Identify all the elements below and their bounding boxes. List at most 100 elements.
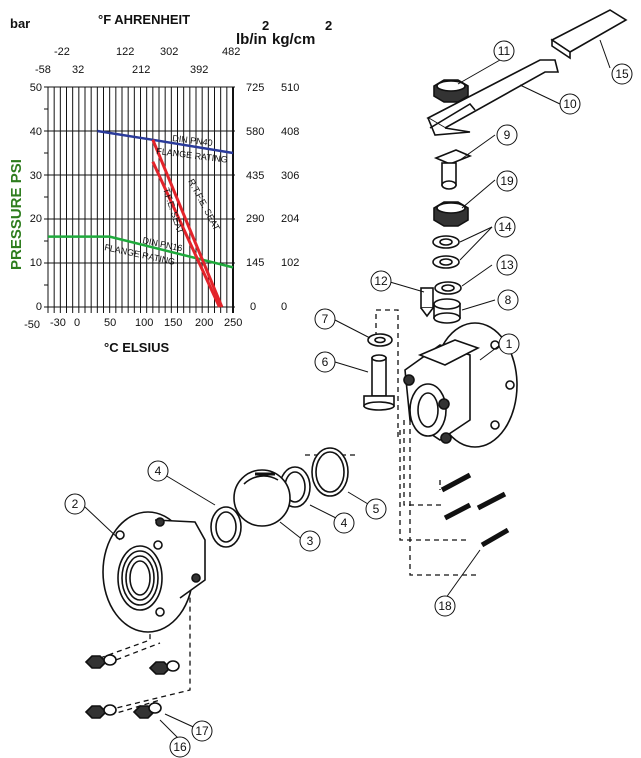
studs-18 (440, 472, 510, 548)
svg-text:4: 4 (155, 464, 162, 478)
bar-tick: 20 (30, 213, 42, 225)
c-tick: 250 (224, 317, 242, 329)
c-tick: 150 (164, 317, 182, 329)
pn16-series-line (48, 235, 234, 269)
pn40-label-line2: FLANGE RATING (156, 146, 229, 165)
bar-tick: 10 (30, 257, 42, 269)
kg-tick: 102 (281, 257, 299, 269)
svg-text:17: 17 (195, 724, 209, 738)
bar-tick: 40 (30, 126, 42, 138)
psi-tick: 435 (246, 170, 264, 182)
assembly-dashed-lines (99, 300, 480, 716)
callout-13: 13 (496, 254, 518, 276)
end-cap-2 (102, 511, 206, 633)
svg-text:8: 8 (505, 293, 512, 307)
svg-text:10: 10 (563, 97, 577, 111)
part-callouts: 1 2 3 4 4 5 6 7 8 9 10 11 12 13 14 15 16… (64, 40, 633, 758)
callout-9: 9 (496, 124, 518, 146)
svg-text:19: 19 (500, 174, 514, 188)
callout-7: 7 (314, 308, 336, 330)
stem-6 (363, 354, 395, 411)
stop-plate-9 (433, 149, 473, 190)
gland-8 (433, 298, 461, 324)
handle-assembly (426, 9, 628, 136)
header-lbin-sup: 2 (262, 18, 269, 33)
f-tick: 302 (160, 46, 178, 58)
kg-tick: 204 (281, 213, 299, 225)
callout-18: 18 (434, 595, 456, 617)
header-bar: bar (10, 16, 30, 31)
callout-2: 2 (64, 493, 86, 515)
leader-lines (84, 39, 611, 746)
callout-11: 11 (493, 40, 515, 62)
kg-tick: 510 (281, 82, 299, 94)
bar-tick: 0 (36, 301, 42, 313)
c-tick: -30 (50, 317, 66, 329)
callout-1: 1 (498, 333, 520, 355)
f-tick: 122 (116, 46, 134, 58)
callout-5: 5 (365, 498, 387, 520)
svg-text:13: 13 (500, 258, 514, 272)
svg-text:15: 15 (615, 67, 629, 81)
fahrenheit-ticks-row2: -58 32 212 392 (35, 64, 208, 76)
svg-text:6: 6 (322, 355, 329, 369)
kg-ticks: 510 408 306 204 102 0 (281, 82, 299, 313)
svg-text:3: 3 (307, 534, 314, 548)
header-lbin: lb/in (236, 31, 267, 48)
svg-text:9: 9 (504, 128, 511, 142)
bar-ticks: 50 40 30 20 10 0 -50 (24, 82, 42, 331)
f-tick: 32 (72, 64, 84, 76)
callout-16: 16 (169, 736, 191, 758)
callout-17: 17 (191, 720, 213, 742)
callout-10: 10 (559, 93, 581, 115)
psi-tick: 0 (250, 301, 256, 313)
psi-tick: 580 (246, 126, 264, 138)
svg-text:5: 5 (373, 502, 380, 516)
washers-17 (103, 654, 180, 716)
f-tick: 482 (222, 46, 240, 58)
svg-text:1: 1 (506, 337, 513, 351)
f-tick: -58 (35, 64, 51, 76)
bar-tick: 50 (30, 82, 42, 94)
kg-tick: 0 (281, 301, 287, 313)
kg-tick: 306 (281, 170, 299, 182)
y-axis-label: PRESSURE PSI (8, 159, 25, 270)
tfe-series-line (151, 161, 221, 308)
callout-8: 8 (497, 289, 519, 311)
callout-3: 3 (299, 530, 321, 552)
rtfe-label: R.T.F.E. SEAT (186, 177, 222, 232)
nut-19 (433, 201, 469, 227)
bar-tick: -50 (24, 319, 40, 331)
callout-12: 12 (370, 270, 392, 292)
fahrenheit-ticks-row1: -22 122 302 482 (54, 46, 240, 58)
c-tick: 50 (104, 317, 116, 329)
psi-tick: 145 (246, 257, 264, 269)
body-1 (403, 322, 518, 448)
callout-6: 6 (314, 351, 336, 373)
svg-text:4: 4 (341, 516, 348, 530)
x-axis-label: °C ELSIUS (104, 340, 169, 355)
psi-tick: 725 (246, 82, 264, 94)
chart-grid (44, 86, 235, 313)
f-tick: 212 (132, 64, 150, 76)
exploded-valve-diagram (84, 9, 628, 719)
celsius-ticks: -30 0 50 100 150 200 250 (50, 317, 242, 329)
callout-15: 15 (611, 63, 633, 85)
svg-text:7: 7 (322, 312, 329, 326)
c-tick: 100 (135, 317, 153, 329)
callout-4b: 4 (333, 512, 355, 534)
pressure-temperature-chart: bar °F AHRENHEIT lb/in 2 kg/cm 2 -22 122… (8, 12, 332, 355)
c-tick: 200 (195, 317, 213, 329)
svg-text:11: 11 (498, 44, 511, 58)
rtfe-series-line (151, 139, 224, 308)
psi-ticks: 725 580 435 290 145 0 (246, 82, 264, 313)
header-fahrenheit: °F AHRENHEIT (98, 12, 190, 27)
header-kgcm-sup: 2 (325, 18, 332, 33)
psi-tick: 290 (246, 213, 264, 225)
svg-text:14: 14 (498, 220, 512, 234)
svg-text:2: 2 (72, 497, 79, 511)
f-tick: -22 (54, 46, 70, 58)
bar-tick: 30 (30, 170, 42, 182)
